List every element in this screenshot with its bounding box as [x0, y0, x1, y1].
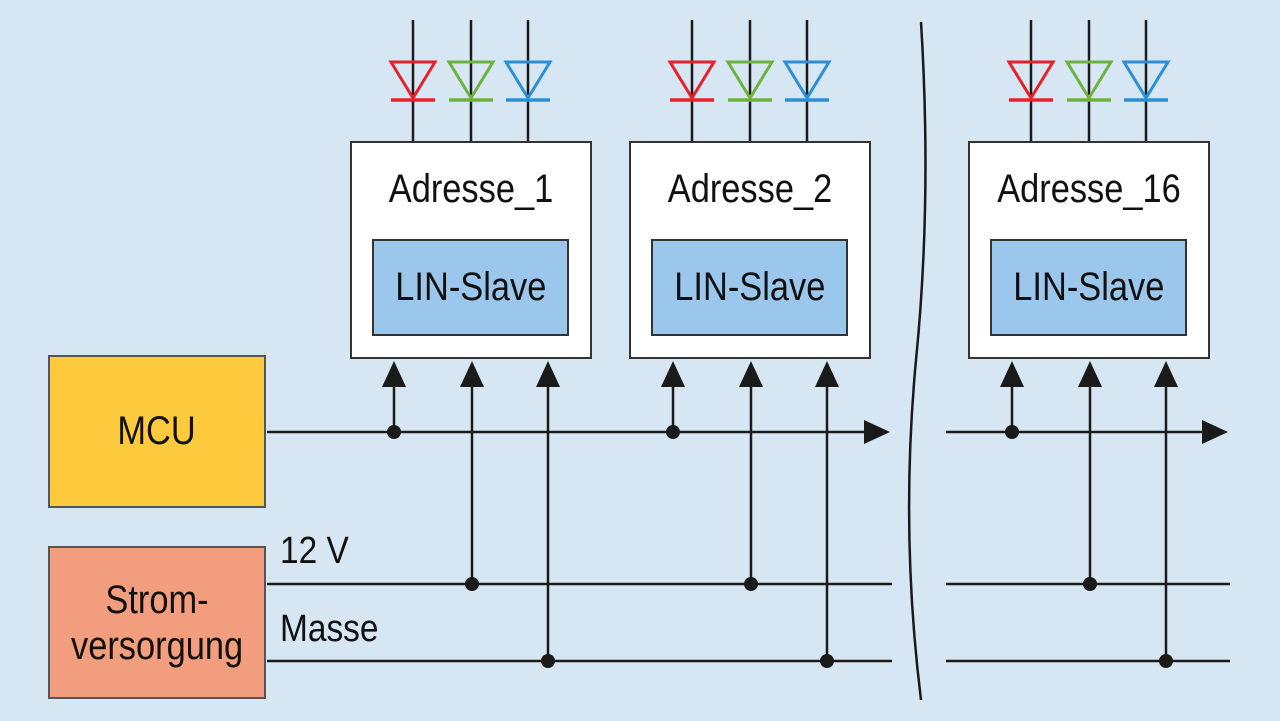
node-2: Adresse_2 LIN-Slave	[629, 141, 871, 359]
ground-rail-label: Masse	[280, 608, 379, 650]
junction-dot-icon	[744, 577, 758, 591]
arrow-icon	[1202, 420, 1228, 444]
arrow-icon	[864, 420, 890, 444]
node-1: Adresse_1 LIN-Slave	[350, 141, 592, 359]
arrow-icon	[382, 361, 406, 387]
led-icon	[388, 60, 438, 101]
junction-dot-icon	[1005, 425, 1019, 439]
led-icon	[1121, 60, 1171, 101]
arrow-icon	[739, 361, 763, 387]
arrow-icon	[661, 361, 685, 387]
break-mark-icon	[907, 21, 927, 701]
junction-dot-icon	[820, 654, 834, 668]
node-1-lin-slave-label: LIN-Slave	[394, 265, 547, 309]
power-supply-label-line2: versorgung	[70, 623, 244, 668]
junction-dot-icon	[1159, 654, 1173, 668]
node-16-lin-slave: LIN-Slave	[990, 239, 1187, 336]
node-1-address: Adresse_1	[388, 167, 554, 211]
junction-dot-icon	[465, 577, 479, 591]
node-16-lin-slave-label: LIN-Slave	[1012, 265, 1165, 309]
junction-dot-icon	[1083, 577, 1097, 591]
power-supply-label-line1: Strom-	[105, 577, 209, 622]
led-icon	[446, 60, 496, 101]
arrow-icon	[1078, 361, 1102, 387]
node-2-lin-slave-label: LIN-Slave	[673, 265, 826, 309]
node-2-lin-slave: LIN-Slave	[651, 239, 848, 336]
junction-dot-icon	[387, 425, 401, 439]
arrow-icon	[460, 361, 484, 387]
arrow-icon	[1000, 361, 1024, 387]
junction-dot-icon	[666, 425, 680, 439]
led-icon	[1064, 60, 1114, 101]
arrow-icon	[815, 361, 839, 387]
arrow-icon	[1154, 361, 1178, 387]
led-icon	[1006, 60, 1056, 101]
supply-rail-label: 12 V	[280, 530, 349, 572]
node-16-address: Adresse_16	[997, 167, 1181, 211]
node-16: Adresse_16 LIN-Slave	[968, 141, 1210, 359]
node-1-lin-slave: LIN-Slave	[372, 239, 569, 336]
mcu-label: MCU	[117, 409, 197, 453]
led-icon	[725, 60, 775, 101]
led-icon	[782, 60, 832, 101]
mcu-block: MCU	[48, 355, 266, 508]
power-supply-block: Strom- versorgung	[48, 546, 266, 699]
led-icon	[503, 60, 553, 101]
junction-dot-icon	[541, 654, 555, 668]
node-2-address: Adresse_2	[667, 167, 833, 211]
arrow-icon	[536, 361, 560, 387]
led-icon	[667, 60, 717, 101]
